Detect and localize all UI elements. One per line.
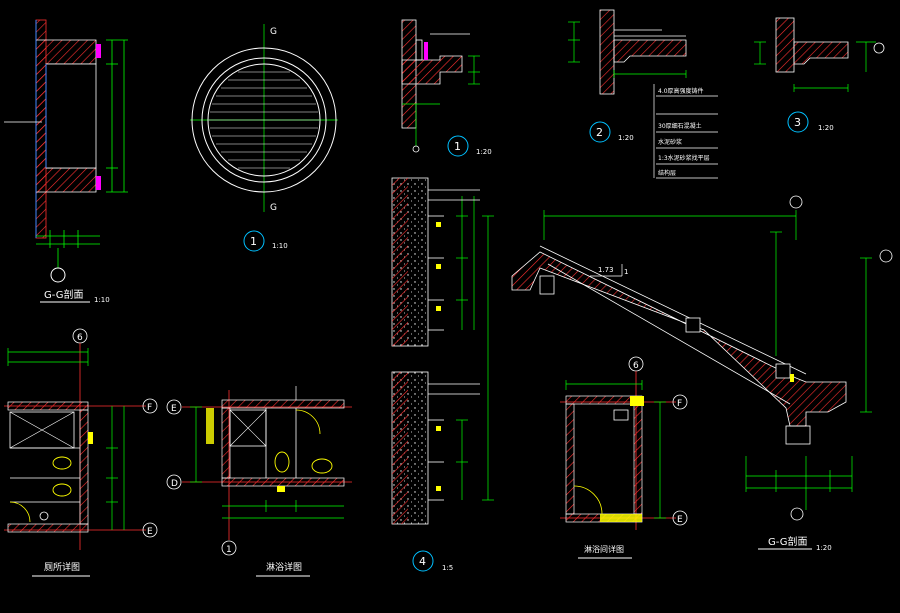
detail-1-scale: 1:20 (476, 148, 492, 156)
plan-a-toilet-fixture-2 (52, 483, 72, 497)
roof-slope: 1.73 (598, 266, 614, 274)
detail-1-sill: 1 1:20 (401, 19, 492, 157)
gg-wall (35, 19, 101, 239)
detail-gg-section: G-G剖面 1:10 (4, 19, 128, 304)
gg-dimensions (36, 39, 128, 268)
round-window-index-circle (243, 230, 265, 252)
detail-3-cornice: 3 1:20 (754, 17, 885, 133)
detail-3-index: 3 (794, 116, 801, 129)
plan-b-title: 淋浴详图 (266, 561, 302, 573)
gg-scale: 1:10 (94, 296, 110, 304)
plan-a-title: 厕所详图 (44, 561, 80, 573)
detail-2-note-1: 4.0厚高强度铸件 (658, 87, 704, 95)
roof-scale: 1:20 (816, 544, 832, 552)
detail-2-note-4: 1:3水泥砂浆找平层 (658, 154, 710, 162)
round-window-index: 1 (250, 235, 257, 248)
plan-c-axis-f: F (677, 399, 682, 409)
plan-a-axis-f: F (147, 403, 152, 413)
roof-title: G-G剖面 (768, 535, 807, 548)
plan-a-toilet-fixture-1 (52, 456, 72, 470)
round-window-axis-top: G (270, 27, 277, 37)
plan-b-axis-d: D (171, 479, 178, 489)
detail-2-index-circle (589, 121, 611, 143)
detail-round-window: G G 1 1:10 (190, 24, 338, 252)
detail-4-index-circle (412, 550, 434, 572)
detail-2-note-3: 水泥砂浆 (658, 138, 682, 146)
gg-title: G-G剖面 (44, 288, 83, 301)
plan-b-basin-fixture (311, 458, 333, 474)
detail-3-index-circle (787, 111, 809, 133)
plan-c-title: 淋浴间详图 (584, 544, 624, 554)
plan-a-toilet: 6 F E 厕所详图 (4, 328, 158, 577)
plan-a-axis-top: 6 (77, 333, 83, 343)
plan-b-axis-1: 1 (226, 545, 232, 555)
detail-2-note-5: 结构层 (658, 169, 676, 177)
detail-2-scale: 1:20 (618, 134, 634, 142)
plan-b-shower: E D 1 淋浴详图 (166, 386, 352, 577)
detail-1-index-circle (447, 135, 469, 157)
round-window-scale: 1:10 (272, 242, 288, 250)
detail-3-scale: 1:20 (818, 124, 834, 132)
gg-axis-bubble (50, 267, 66, 283)
plan-b-axis-e: E (171, 404, 177, 414)
plan-b-toilet-fixture (274, 451, 290, 473)
round-window-axis-bottom: G (270, 203, 277, 213)
detail-4-wall-section: 4 1:5 (391, 177, 494, 572)
detail-2-notes: 4.0厚高强度铸件 30厚细石混凝土 水泥砂浆 1:3水泥砂浆找平层 结构层 (653, 84, 718, 179)
plan-a-axis-e: E (147, 527, 153, 537)
detail-1-index: 1 (454, 140, 461, 153)
plan-c-axis-top: 6 (633, 361, 639, 371)
roof-slope-base: 1 (624, 268, 628, 276)
detail-2-index: 2 (596, 126, 603, 139)
plan-c-shower-room: 6 F E 淋浴间详图 (560, 356, 688, 559)
detail-4-index: 4 (419, 555, 426, 568)
plan-c-axis-e: E (677, 515, 683, 525)
detail-2-note-2: 30厚细石混凝土 (658, 122, 702, 130)
detail-2-eave: 4.0厚高强度铸件 30厚细石混凝土 水泥砂浆 1:3水泥砂浆找平层 结构层 2… (568, 9, 718, 179)
round-window-louvers (209, 71, 319, 169)
detail-roof-section: 1.73 1 G-G剖面 1:20 (511, 195, 893, 552)
detail-4-scale: 1:5 (442, 564, 453, 572)
